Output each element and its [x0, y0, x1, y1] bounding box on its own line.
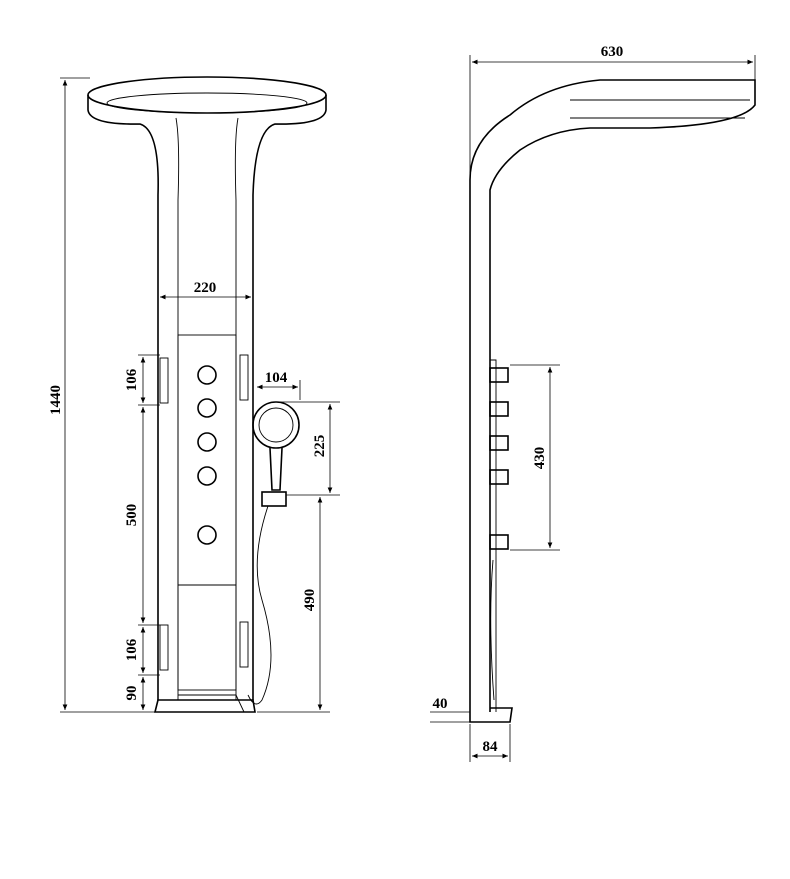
side-view [469, 79, 756, 723]
body-jet [159, 624, 169, 671]
dim-base-depth: 84 [483, 739, 499, 755]
control-knob [197, 398, 217, 418]
dim-total-height: 1440 [48, 385, 64, 415]
front-dimensions: 1440 220 106 500 106 90 104 225 490 [48, 77, 340, 713]
hand-shower [247, 401, 300, 705]
body-jet [239, 354, 249, 401]
body-jet [159, 357, 169, 404]
rain-head-front [87, 76, 327, 700]
dim-bottom-jet: 106 [124, 638, 140, 661]
dim-controls-span: 430 [532, 447, 548, 470]
control-knob [197, 365, 217, 385]
control-knob [197, 466, 217, 486]
dim-column-width: 220 [194, 280, 217, 296]
dim-handshower-height: 225 [312, 435, 328, 458]
dim-bracket-height: 490 [302, 589, 318, 612]
control-knob [197, 525, 217, 545]
control-panel [159, 334, 249, 691]
dim-top-jet: 106 [124, 368, 140, 391]
side-dimensions: 630 430 40 84 [430, 44, 756, 762]
dim-base-offset: 40 [433, 696, 448, 712]
control-knob [197, 432, 217, 452]
body-jet [239, 621, 249, 668]
dim-base-height: 90 [124, 686, 140, 701]
dim-handshower-offset: 104 [265, 370, 288, 386]
side-controls [489, 367, 509, 550]
dim-jet-spacing: 500 [124, 504, 140, 527]
dim-head-reach: 630 [601, 44, 624, 60]
base-front [153, 694, 256, 713]
front-view [87, 76, 327, 713]
